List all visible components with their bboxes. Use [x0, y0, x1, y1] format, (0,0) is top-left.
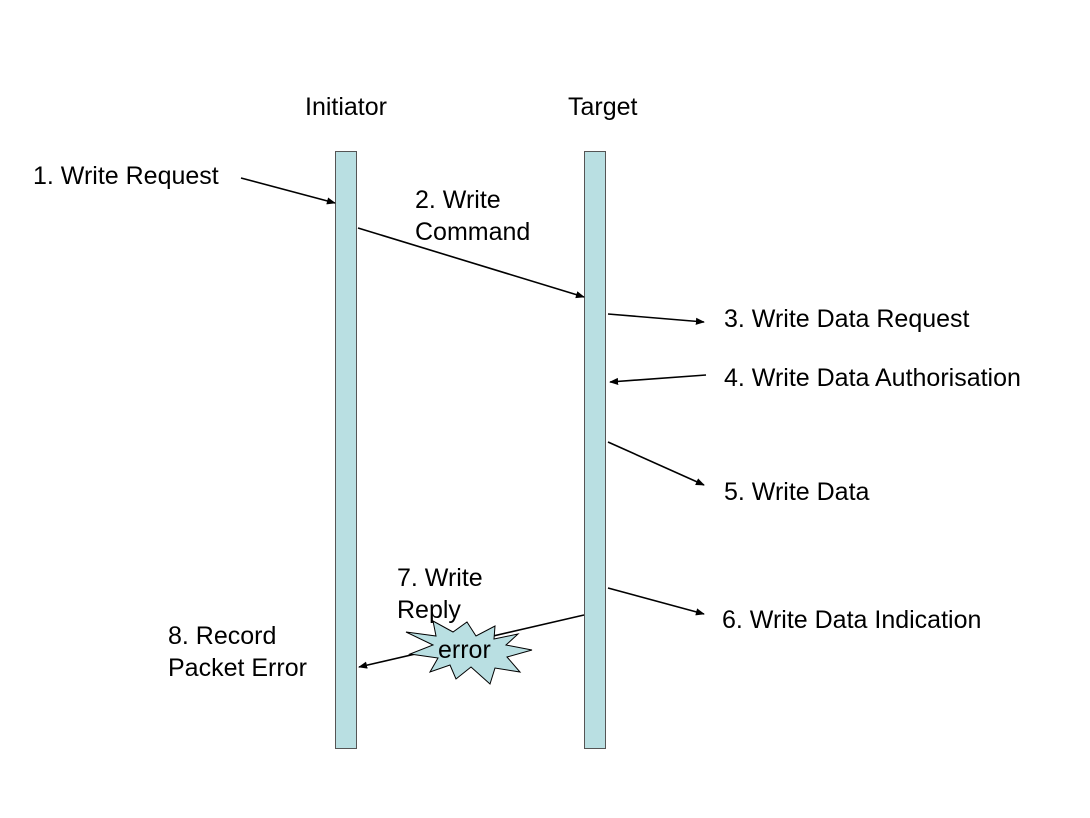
participant-target-label: Target	[568, 93, 638, 121]
arrow-write-command	[357, 227, 585, 299]
step-7-label-line1: 7. Write	[397, 564, 483, 592]
step-8-label-line2: Packet Error	[168, 654, 307, 682]
step-5-label: 5. Write Data	[724, 478, 870, 506]
initiator-lifeline	[335, 151, 357, 749]
participant-initiator-label: Initiator	[305, 93, 387, 121]
arrow-write-data	[607, 441, 705, 486]
arrow-write-data-indication	[607, 587, 705, 616]
step-3-label: 3. Write Data Request	[724, 305, 970, 333]
step-8-label-line1: 8. Record	[168, 622, 277, 650]
step-2-label-line2: Command	[415, 218, 531, 246]
step-2-label-line1: 2. Write	[415, 186, 501, 214]
arrow-write-data-request	[607, 313, 705, 325]
arrow-write-request	[240, 177, 336, 205]
error-burst-label: error	[438, 636, 491, 664]
error-burst-shape	[405, 620, 533, 685]
arrow-write-data-authorisation	[609, 374, 707, 386]
step-6-label: 6. Write Data Indication	[722, 606, 982, 634]
step-1-label: 1. Write Request	[33, 162, 219, 190]
target-lifeline	[584, 151, 606, 749]
step-7-label-line2: Reply	[397, 596, 461, 624]
step-4-label: 4. Write Data Authorisation	[724, 364, 1021, 392]
